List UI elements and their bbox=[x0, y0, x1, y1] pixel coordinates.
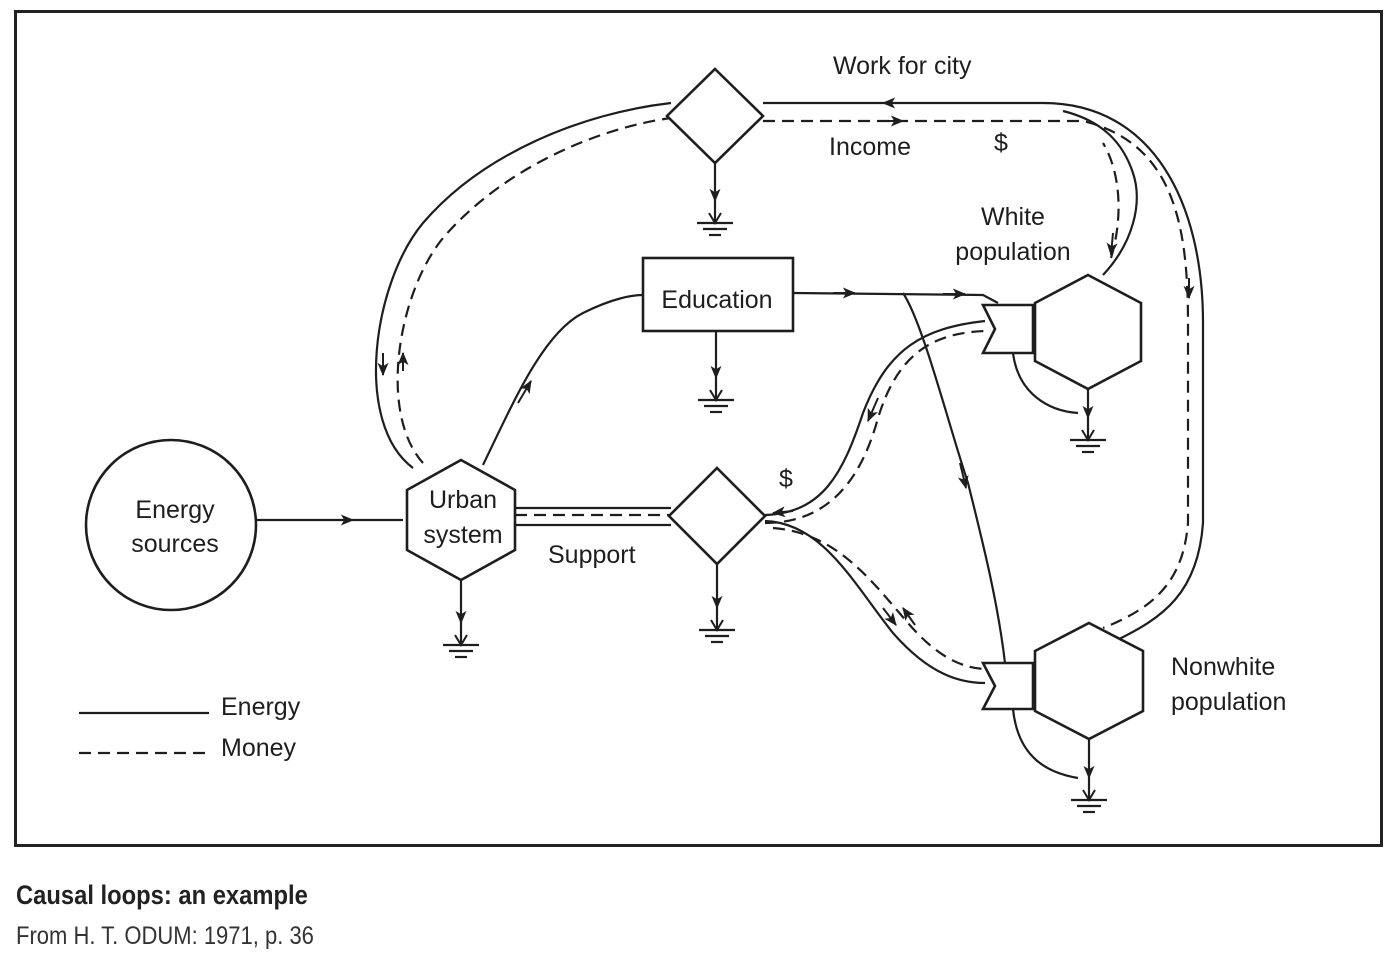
urban-to-education-flow bbox=[482, 293, 644, 466]
urban-system-label-line2: system bbox=[423, 521, 502, 549]
heat-sink-icon bbox=[1068, 416, 1108, 454]
support-white-money bbox=[764, 329, 986, 525]
work-loop-white-energy bbox=[1062, 109, 1138, 276]
caption-source: From H. T. ODUM: 1971, p. 36 bbox=[16, 922, 314, 950]
heat-sink-icon bbox=[696, 376, 736, 414]
heat-sink-icon bbox=[695, 199, 735, 237]
white-population-label-line1: White bbox=[981, 203, 1045, 231]
education-label: Education bbox=[661, 286, 772, 314]
support-white-energy bbox=[764, 319, 986, 517]
heat-sink-icon bbox=[441, 621, 481, 659]
nonwhite-population-hexagon bbox=[1033, 621, 1145, 741]
support-dollar-label: $ bbox=[779, 465, 793, 493]
support-label: Support bbox=[548, 541, 636, 569]
legend: Energy Money bbox=[79, 693, 301, 762]
legend-money-label: Money bbox=[221, 734, 297, 762]
caption-title: Causal loops: an example bbox=[16, 880, 308, 910]
white-population-gate bbox=[980, 303, 1035, 355]
nonwhite-population-label-line1: Nonwhite bbox=[1171, 653, 1275, 681]
urban-system-label-line1: Urban bbox=[429, 486, 497, 514]
support-transaction bbox=[667, 466, 767, 566]
income-dollar-label: $ bbox=[994, 129, 1008, 157]
energy-sources-label-line2: sources bbox=[131, 530, 219, 558]
work-loop-money-right bbox=[763, 119, 1190, 630]
work-loop-white-money bbox=[1102, 142, 1120, 259]
education-box bbox=[641, 256, 795, 333]
urban-system-hexagon bbox=[405, 458, 517, 582]
work-loop-money-left bbox=[396, 116, 672, 464]
legend-energy-label: Energy bbox=[221, 693, 301, 721]
work-for-city-transaction bbox=[665, 67, 765, 165]
support-nonwhite-money bbox=[772, 526, 986, 671]
energy-sources-circle bbox=[84, 438, 258, 612]
income-label: Income bbox=[829, 133, 911, 161]
diagram-frame: Energy sources Urban system Education Wh… bbox=[14, 10, 1383, 847]
white-population-hexagon bbox=[1033, 273, 1143, 391]
white-population-label-line2: population bbox=[955, 238, 1070, 266]
nonwhite-population-gate bbox=[980, 661, 1035, 711]
education-to-white-flow bbox=[792, 291, 999, 304]
heat-sink-icon bbox=[697, 606, 737, 644]
nonwhite-population-label-line2: population bbox=[1171, 688, 1286, 716]
energy-flow-diagram: Energy sources Urban system Education Wh… bbox=[79, 52, 1286, 814]
work-loop-energy-left bbox=[374, 101, 672, 469]
energy-sources-label-line1: Energy bbox=[135, 496, 215, 524]
work-for-city-label: Work for city bbox=[833, 52, 972, 80]
support-nonwhite-energy bbox=[764, 519, 986, 685]
work-loop-energy-right bbox=[763, 101, 1205, 642]
heat-sink-icon bbox=[1069, 776, 1109, 814]
